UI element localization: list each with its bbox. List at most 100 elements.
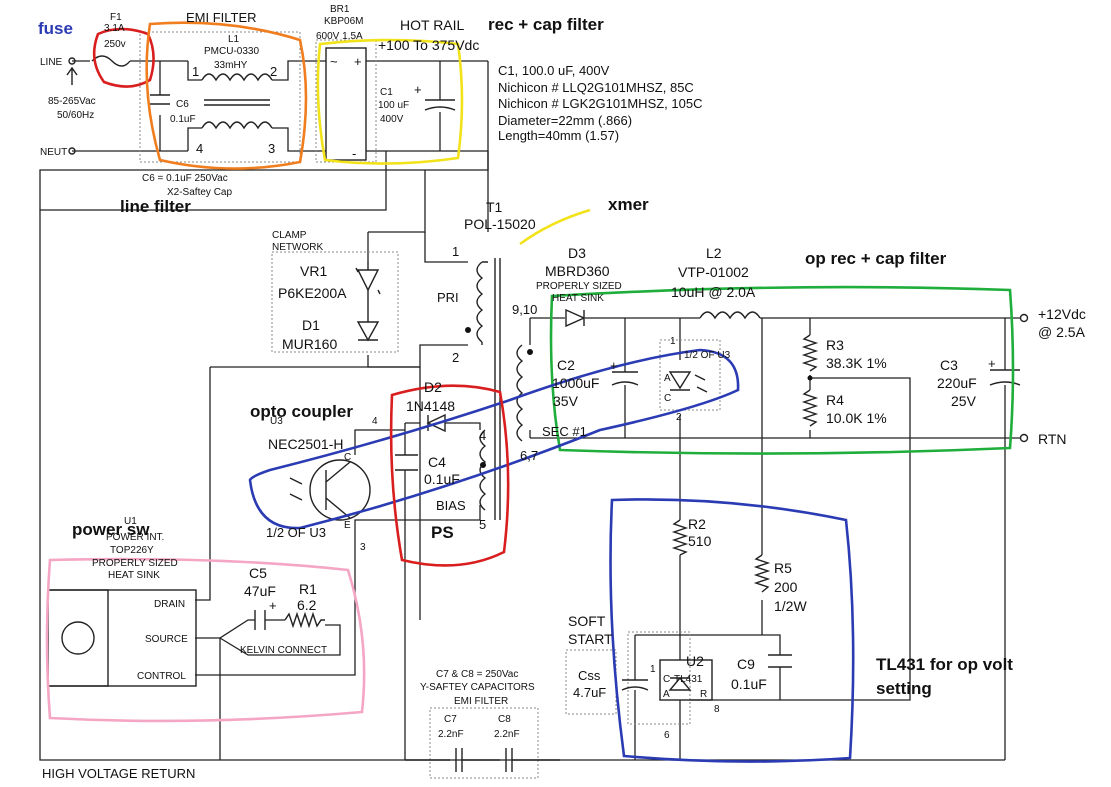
f1-voltage: 250v	[104, 39, 126, 50]
c8-ref: C8	[498, 714, 511, 725]
u1-desc: POWER INT.	[106, 532, 164, 543]
l1-pin2: 2	[270, 64, 277, 79]
c4-symbol	[395, 454, 418, 471]
hv-return-label: HIGH VOLTAGE RETURN	[42, 766, 195, 781]
t1-sec-lo: 6,7	[520, 448, 538, 463]
c3-ref: C3	[940, 357, 958, 373]
f1-ref: F1	[110, 12, 122, 23]
r2-val: 510	[688, 533, 712, 549]
labels: fuse line filter rec + cap filter xmer o…	[38, 4, 1086, 781]
u1-source: SOURCE	[145, 634, 188, 645]
vr1-ref: VR1	[300, 263, 327, 279]
t1-pri: PRI	[437, 290, 459, 305]
ycap-note2: Y-SAFTEY CAPACITORS	[420, 682, 535, 693]
l1-ref: L1	[228, 34, 240, 45]
c1-spec5: Length=40mm (1.57)	[498, 128, 619, 143]
t1-bias	[479, 429, 487, 511]
l2-symbol	[699, 311, 761, 320]
input-range: 85-265Vac	[48, 96, 96, 107]
emi-title: EMI FILTER	[186, 10, 257, 25]
br1-rating: 600V 1.5A	[316, 31, 363, 42]
c2-volt: 35V	[553, 393, 579, 409]
css-val: 4.7uF	[573, 685, 606, 700]
c5-plus: +	[269, 598, 277, 613]
r3-val: 38.3K 1%	[826, 355, 887, 371]
c3-volt: 25V	[951, 393, 977, 409]
c8-val: 2.2nF	[494, 729, 520, 740]
wiring	[39, 60, 1020, 761]
t1-sec-pins: 9,10	[512, 302, 537, 317]
r5-symbol	[753, 554, 771, 593]
u2-a: A	[663, 689, 670, 700]
d1-part: MUR160	[282, 336, 337, 352]
ps-outline	[389, 384, 510, 567]
c9-symbol	[768, 654, 792, 668]
u3a-pin4: 4	[372, 416, 378, 427]
ycap-note1: C7 & C8 = 250Vac	[436, 669, 518, 680]
line-filter-annotation: line filter	[120, 197, 191, 216]
u3a-pin3: 3	[360, 542, 366, 553]
xmer-annotation: xmer	[608, 195, 649, 214]
op-rec-annotation: op rec + cap filter	[805, 249, 947, 268]
br1-plus: +	[354, 54, 362, 69]
output-voltage: +12Vdc	[1038, 306, 1086, 322]
clamp-title2: NETWORK	[272, 242, 323, 253]
ycap-title: EMI FILTER	[454, 696, 508, 707]
u2-pin1: 1	[650, 664, 656, 675]
c2-ref: C2	[557, 357, 575, 373]
c9-ref: C9	[737, 656, 755, 672]
c9-val: 0.1uF	[731, 676, 767, 692]
kelvin-label: KELVIN CONNECT	[240, 645, 327, 656]
t1-part: POL-15020	[464, 216, 536, 232]
c1-spec1: C1, 100.0 uF, 400V	[498, 63, 610, 78]
l1-symbol	[201, 73, 273, 82]
d2-symbol	[426, 413, 446, 433]
t1-sec: SEC #1	[542, 424, 587, 439]
d2-ref: D2	[424, 379, 442, 395]
l2-part: VTP-01002	[678, 264, 749, 280]
u3b-a: A	[664, 373, 671, 384]
r3-symbol	[801, 334, 819, 372]
vr1-part: P6KE200A	[278, 285, 347, 301]
c6-val: 0.1uF	[170, 114, 196, 125]
l1-pin4: 4	[196, 141, 203, 156]
c7-ref: C7	[444, 714, 457, 725]
soft-line2: START	[568, 631, 613, 647]
c3-val: 220uF	[937, 375, 977, 391]
d3-symbol	[565, 308, 586, 328]
annotation-outlines	[45, 21, 1015, 763]
fuse-annotation: fuse	[38, 19, 73, 38]
c2-plus: +	[610, 358, 618, 373]
fuse-symbol	[91, 55, 131, 67]
r3-ref: R3	[826, 337, 844, 353]
c3-plus: +	[988, 356, 996, 371]
c2-val: 1000uF	[552, 375, 599, 391]
output-rtn: RTN	[1038, 431, 1067, 447]
u2-r: R	[700, 689, 707, 700]
emi-outline	[145, 21, 308, 170]
c6-symbol	[150, 94, 170, 105]
r2-symbol	[671, 519, 689, 556]
neut-label: NEUT	[40, 147, 67, 158]
d3-note2: HEAT SINK	[552, 293, 604, 304]
tl431-annotation-line2: setting	[876, 679, 932, 698]
c1-spec3: Nichicon # LGK2G101MHSZ, 105C	[498, 96, 702, 111]
t1-pin1: 1	[452, 244, 459, 259]
components	[47, 47, 1029, 772]
power-sw-outline	[45, 557, 366, 723]
c3-symbol	[989, 369, 1021, 386]
tl431-annotation-line1: TL431 for op volt	[876, 655, 1013, 674]
hot-rail-range: +100 To 375Vdc	[378, 37, 479, 53]
r2-ref: R2	[688, 516, 706, 532]
l1-pin3: 3	[268, 141, 275, 156]
l1-pin1: 1	[192, 64, 199, 79]
u3a-ref: U3	[270, 416, 283, 427]
u1-note2: HEAT SINK	[108, 570, 160, 581]
u2-part: TL431	[674, 674, 703, 685]
r4-val: 10.0K 1%	[826, 410, 887, 426]
l2-val: 10uH @ 2.0A	[671, 284, 756, 300]
u1-note1: PROPERLY SIZED	[92, 558, 178, 569]
hot-rail-title: HOT RAIL	[400, 17, 465, 33]
c1-val: 100 uF	[378, 100, 409, 111]
d3-part: MBRD360	[545, 263, 610, 279]
